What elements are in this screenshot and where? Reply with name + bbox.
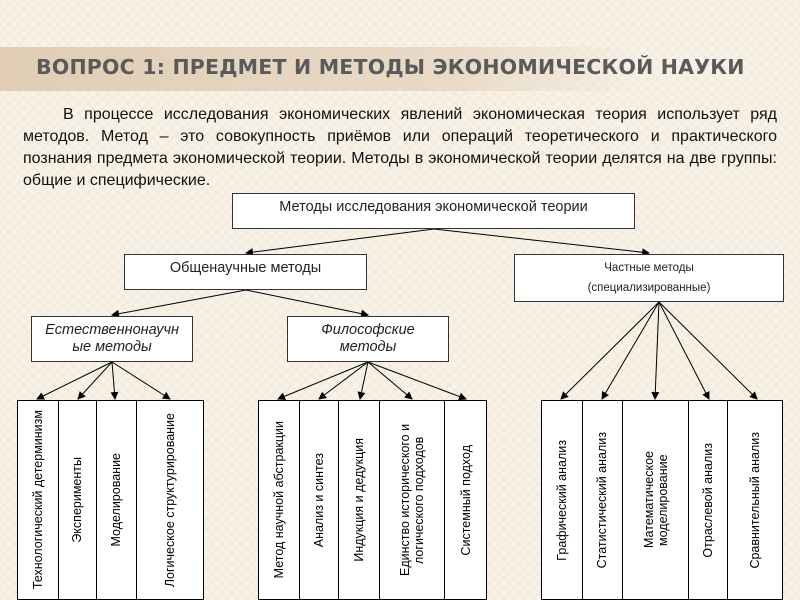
leaf-cell: Метод научной абстракции — [259, 401, 300, 599]
intro-paragraph: В процессе исследования экономических яв… — [23, 106, 777, 189]
arrow-phil-3 — [357, 361, 369, 400]
general-methods-label: Общенаучные методы — [169, 260, 322, 276]
natural-science-methods-box: Естественнонаучн ые методы — [31, 316, 193, 362]
arrow-general-philosophical — [245, 289, 369, 318]
leaf-label: Моделирование — [109, 453, 124, 547]
arrow-natural-4 — [111, 361, 171, 400]
philosophical-leaf-group: Метод научной абстракции Анализ и синтез… — [258, 400, 487, 600]
arrow-natural-1 — [36, 361, 113, 400]
title-band — [0, 47, 640, 91]
arrow-part-5 — [658, 301, 758, 400]
arrow-phil-4 — [367, 361, 413, 400]
leaf-label: Технологический детерминизм — [30, 410, 45, 590]
leaf-label: Системный подход — [458, 444, 473, 556]
leaf-cell: Графический анализ — [542, 401, 583, 599]
root-methods-box: Методы исследования экономической теории — [232, 193, 635, 229]
arrow-natural-2 — [77, 361, 113, 400]
general-methods-box: Общенаучные методы — [124, 254, 367, 290]
leaf-cell: Отраслевой анализ — [689, 401, 729, 599]
leaf-label: Отраслевой анализ — [701, 442, 716, 558]
philosophical-label-line2: методы — [339, 339, 397, 355]
leaf-label: Сравнительный анализ — [748, 431, 763, 569]
particular-methods-box: Частные методы (специализированные) — [514, 254, 784, 302]
arrow-phil-2 — [318, 361, 369, 400]
arrow-part-1 — [560, 301, 660, 400]
natural-science-label-line1: Естественнонаучн — [45, 322, 179, 338]
root-methods-label: Методы исследования экономической теории — [279, 199, 588, 215]
particular-methods-sublabel: (специализированные) — [587, 282, 711, 294]
arrow-part-3 — [651, 301, 660, 400]
slide-title: ВОПРОС 1: ПРЕДМЕТ И МЕТОДЫ ЭКОНОМИЧЕСКОЙ… — [36, 55, 745, 79]
arrow-natural-3 — [110, 361, 119, 400]
arrow-phil-5 — [367, 361, 467, 401]
philosophical-label-line1: Философские — [321, 322, 415, 338]
arrow-root-particular — [433, 228, 650, 257]
leaf-cell: Статистический анализ — [583, 401, 624, 599]
leaf-cell: Индукция и дедукция — [339, 401, 380, 599]
leaf-label: Графический анализ — [554, 439, 569, 561]
leaf-label: Индукция и дедукция — [352, 438, 367, 562]
leaf-cell: Технологический детерминизм — [18, 401, 59, 599]
arrow-root-general — [245, 228, 435, 257]
leaf-label: Единство исторического и логического под… — [398, 423, 427, 577]
leaf-label: Логическое структурирование — [162, 412, 177, 588]
leaf-label: Статистический анализ — [595, 431, 610, 569]
leaf-cell: Математическое моделирование — [623, 401, 689, 599]
leaf-cell: Анализ и синтез — [300, 401, 340, 599]
particular-methods-label: Частные методы — [604, 262, 694, 274]
arrow-general-natural — [111, 289, 247, 318]
leaf-cell: Эксперименты — [59, 401, 98, 599]
arrow-part-2 — [601, 301, 660, 400]
natural-science-leaf-group: Технологический детерминизм Эксперименты… — [17, 400, 204, 600]
arrow-phil-1 — [277, 361, 369, 401]
leaf-cell: Сравнительный анализ — [728, 401, 782, 599]
philosophical-methods-box: Философские методы — [287, 316, 449, 362]
leaf-cell: Единство исторического и логического под… — [380, 401, 446, 599]
leaf-cell: Моделирование — [97, 401, 137, 599]
leaf-label: Метод научной абстракции — [271, 421, 286, 579]
particular-leaf-group: Графический анализ Статистический анализ… — [541, 400, 783, 600]
leaf-label: Анализ и синтез — [311, 452, 326, 548]
leaf-cell: Системный подход — [445, 401, 486, 599]
leaf-cell: Логическое структурирование — [137, 401, 203, 599]
arrow-part-4 — [658, 301, 710, 400]
natural-science-label-line2: ые методы — [72, 339, 152, 355]
leaf-label: Математическое моделирование — [641, 451, 670, 549]
leaf-label: Эксперименты — [70, 457, 85, 543]
